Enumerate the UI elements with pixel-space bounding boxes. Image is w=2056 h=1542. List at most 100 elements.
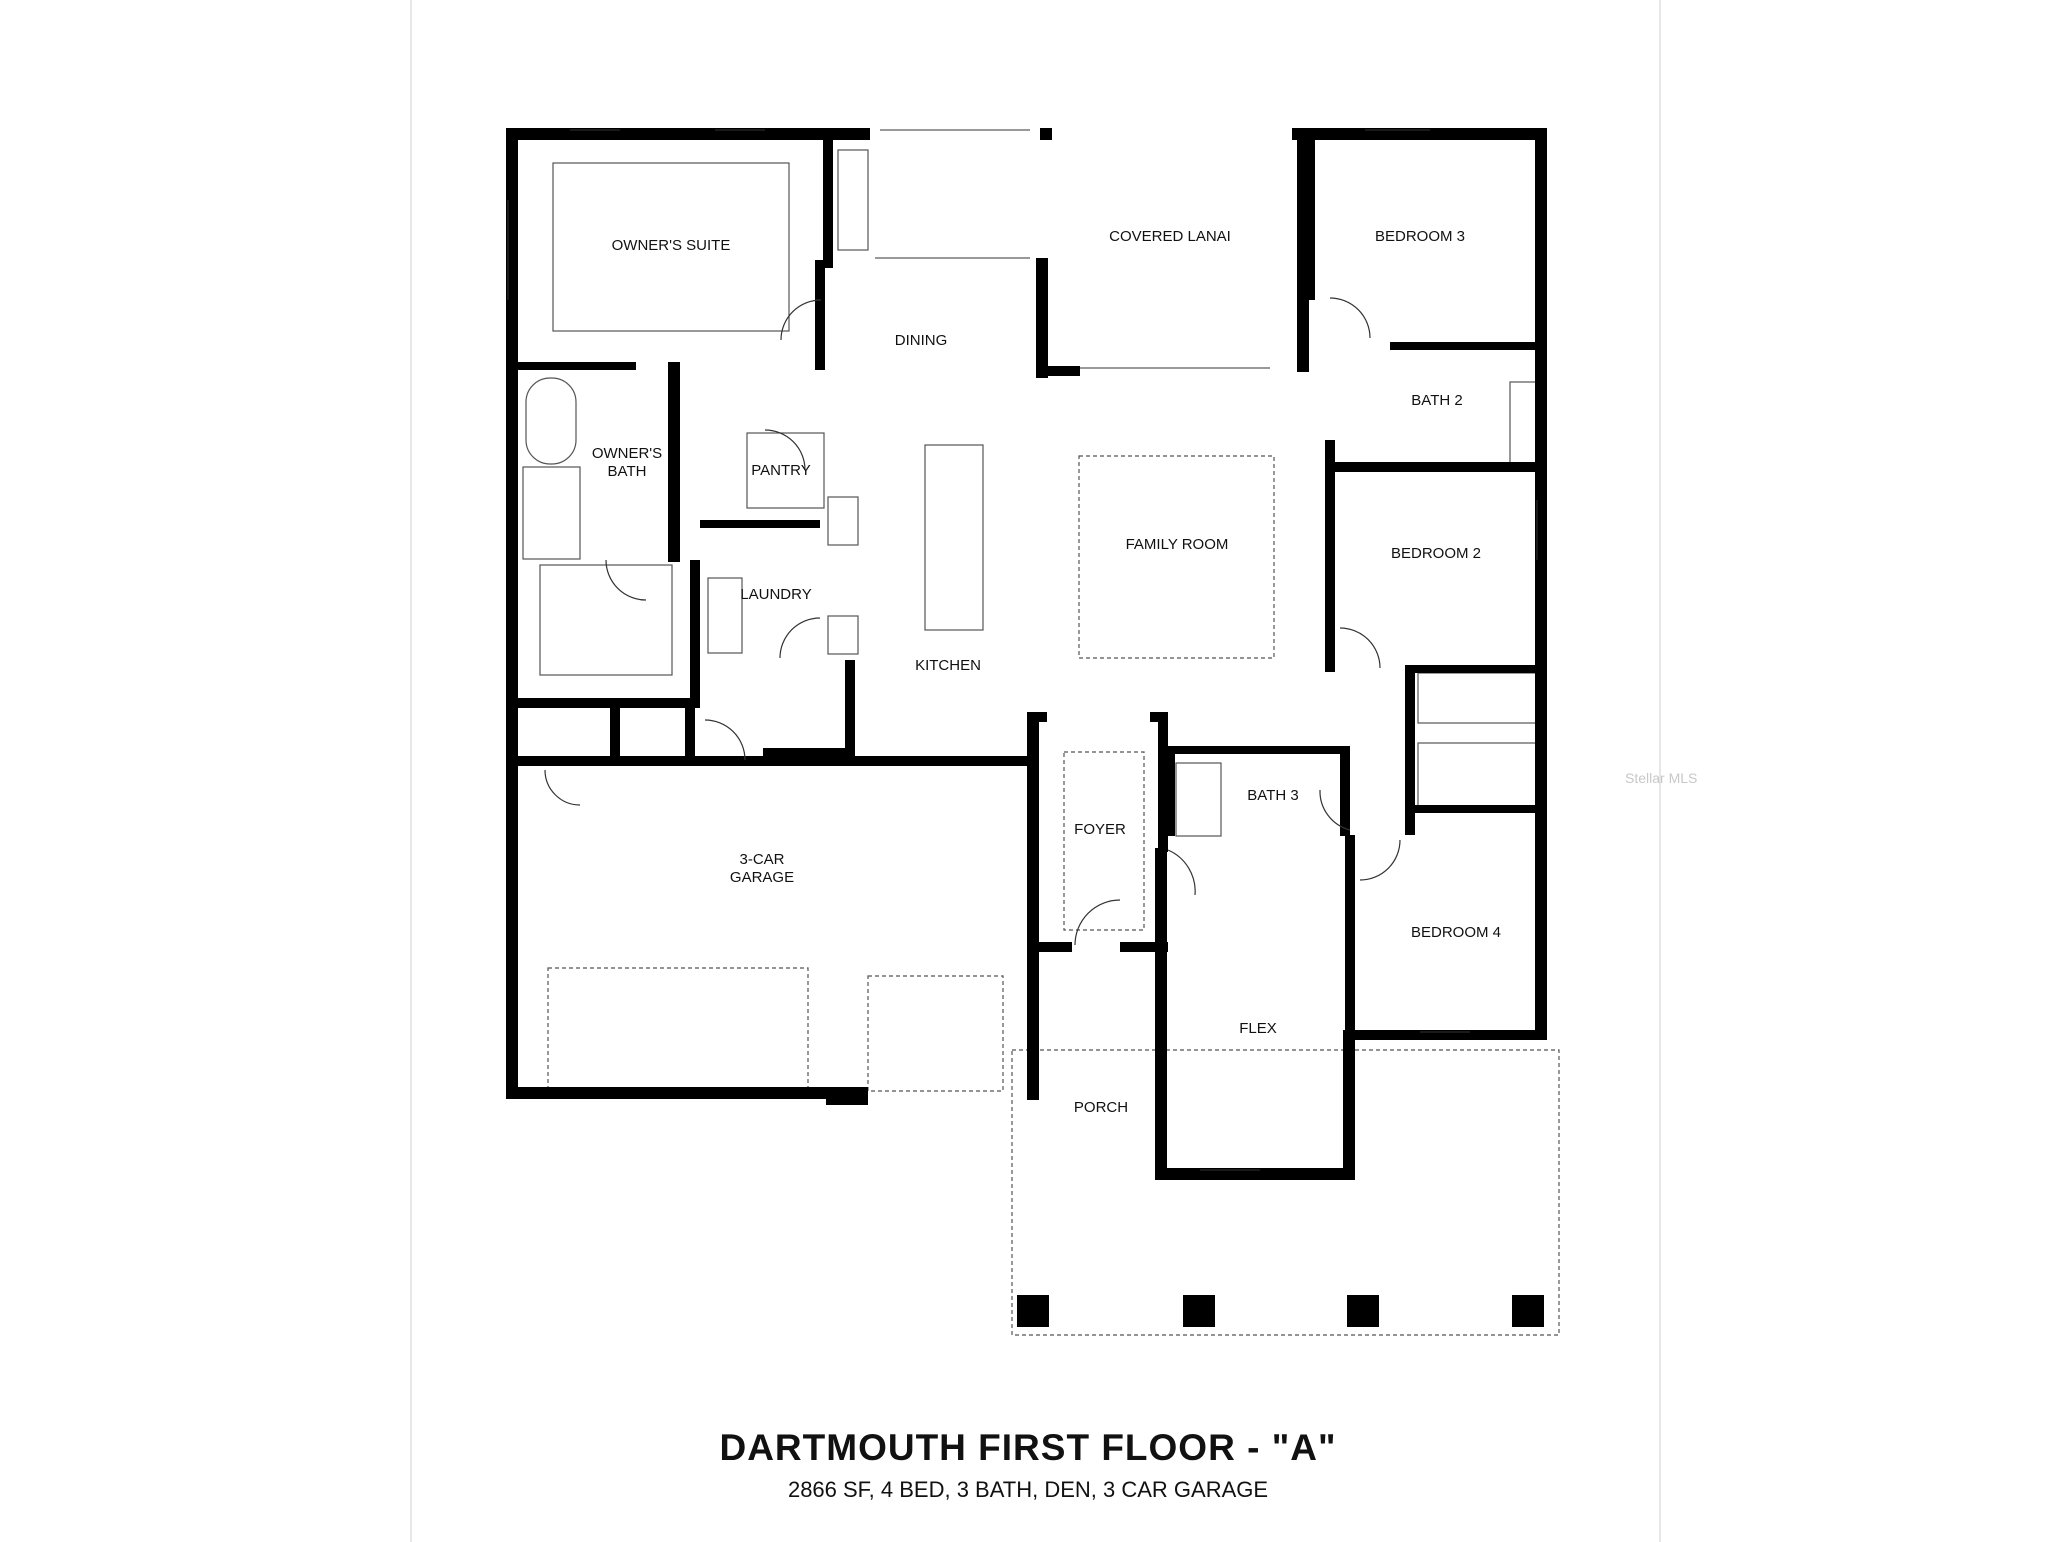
garage-door-left bbox=[547, 967, 809, 1092]
door-bath3 bbox=[1319, 789, 1351, 831]
wall-bath2-bottom bbox=[1325, 462, 1547, 472]
room-label-flex: FLEX bbox=[1239, 1020, 1277, 1037]
door-pantry bbox=[764, 429, 806, 471]
wall-bed2-left bbox=[1325, 472, 1335, 672]
wall-bath3-right bbox=[1340, 746, 1350, 836]
wall-bed3-bottom bbox=[1390, 342, 1545, 350]
wall-laundry-bottom bbox=[763, 748, 853, 758]
wall-bath3-left bbox=[1165, 746, 1175, 836]
room-label-pantry: PANTRY bbox=[751, 462, 810, 479]
door-closet bbox=[544, 769, 581, 806]
room-label-owners-bath-2: BATH bbox=[608, 463, 647, 480]
wall-foyer-top bbox=[1027, 712, 1047, 722]
wall-lanai-inner-left bbox=[1036, 258, 1048, 378]
plan-subtitle: 2866 SF, 4 BED, 3 BATH, DEN, 3 CAR GARAG… bbox=[787, 1477, 1269, 1502]
wall-lanai-left bbox=[823, 128, 833, 268]
wall-bath-divider bbox=[668, 362, 680, 562]
wall-hall-right bbox=[1405, 665, 1415, 835]
porch-column-1 bbox=[1017, 1295, 1049, 1327]
room-label-bedroom-4: BEDROOM 4 bbox=[1411, 924, 1501, 941]
wall-bed2-bottom bbox=[1410, 665, 1547, 673]
wall-garage-closet-2 bbox=[685, 700, 695, 760]
wall-closet-right bbox=[690, 560, 700, 708]
wall-closet-bottom bbox=[506, 698, 700, 708]
shower-owners bbox=[522, 466, 581, 560]
wall-bed4-bottom bbox=[1350, 1030, 1547, 1040]
door-bath2 bbox=[1329, 297, 1371, 339]
room-label-bedroom-2: BEDROOM 2 bbox=[1391, 545, 1481, 562]
wall-foyer-bottom-right bbox=[1120, 942, 1168, 952]
wall-garage-bottom-2 bbox=[826, 1087, 868, 1105]
lanai-grill bbox=[837, 149, 869, 251]
fridge bbox=[827, 615, 859, 655]
room-label-family-room: FAMILY ROOM bbox=[1126, 536, 1229, 553]
wall-garage-top bbox=[506, 756, 1036, 766]
wall-top-right bbox=[1292, 128, 1547, 140]
family-room-tray-ceiling bbox=[1078, 455, 1275, 659]
wall-flex-right bbox=[1343, 1030, 1355, 1180]
room-label-dining: DINING bbox=[895, 332, 948, 349]
porch-column-3 bbox=[1347, 1295, 1379, 1327]
wall-right-upper bbox=[1535, 128, 1547, 1038]
watermark: Stellar MLS bbox=[1625, 770, 1698, 786]
door-bed4 bbox=[1359, 839, 1401, 881]
room-label-owners-suite: OWNER'S SUITE bbox=[612, 237, 731, 254]
tub-bath3 bbox=[1175, 762, 1222, 837]
laundry-washer bbox=[707, 577, 743, 654]
door-bed2 bbox=[1339, 627, 1381, 669]
porch-column-2 bbox=[1183, 1295, 1215, 1327]
room-label-laundry: LAUNDRY bbox=[740, 586, 811, 603]
door-suite bbox=[780, 299, 822, 341]
room-label-garage-2: GARAGE bbox=[730, 869, 794, 886]
wall-lanai-bottom bbox=[1036, 366, 1080, 376]
room-label-porch: PORCH bbox=[1074, 1099, 1128, 1116]
wall-closet-left-bottom bbox=[506, 700, 516, 764]
door-front bbox=[1074, 899, 1121, 946]
shower-bath2 bbox=[1509, 381, 1539, 465]
wall-bath3-top bbox=[1165, 746, 1350, 754]
wall-bed4-top bbox=[1405, 805, 1547, 813]
door-garage bbox=[704, 719, 746, 761]
windows bbox=[507, 129, 1538, 1171]
closet-bed4 bbox=[1417, 742, 1539, 809]
room-label-bath-2: BATH 2 bbox=[1411, 392, 1462, 409]
garage-door-right bbox=[867, 975, 1004, 1092]
range bbox=[827, 496, 859, 546]
walls bbox=[506, 128, 1547, 1327]
door-swings bbox=[544, 297, 1401, 946]
wall-foyer-bottom bbox=[1027, 942, 1072, 952]
owners-suite-tray-ceiling bbox=[552, 162, 790, 332]
wall-foyer-right bbox=[1158, 712, 1168, 852]
kitchen-island bbox=[924, 444, 984, 631]
wall-top-left bbox=[506, 128, 870, 140]
wall-foyer-left bbox=[1027, 712, 1039, 952]
pantry-shelf bbox=[746, 432, 825, 509]
wall-flex-left bbox=[1155, 848, 1167, 1176]
wall-garage-bottom bbox=[506, 1087, 826, 1099]
room-label-foyer: FOYER bbox=[1074, 821, 1126, 838]
door-laundry bbox=[779, 617, 821, 659]
porch-outline bbox=[1011, 1049, 1560, 1336]
room-label-bath-3: BATH 3 bbox=[1247, 787, 1298, 804]
wall-flex-bottom bbox=[1155, 1168, 1355, 1180]
room-label-kitchen: KITCHEN bbox=[915, 657, 981, 674]
room-label-owners-bath-1: OWNER'S bbox=[592, 445, 662, 462]
wall-garage-closet bbox=[610, 700, 620, 760]
wall-top-mid bbox=[1040, 128, 1052, 140]
room-label-covered-lanai: COVERED LANAI bbox=[1109, 228, 1231, 245]
plan-title: DARTMOUTH FIRST FLOOR - "A" bbox=[719, 1427, 1337, 1468]
wall-laundry-right bbox=[845, 660, 855, 758]
wall-left-upper bbox=[506, 128, 518, 1099]
foyer-inner bbox=[1063, 751, 1145, 931]
wall-pantry-bottom bbox=[700, 520, 820, 528]
closet-suite bbox=[539, 564, 673, 676]
door-flex bbox=[1167, 849, 1196, 896]
porch-column-4 bbox=[1512, 1295, 1544, 1327]
closet-bed2 bbox=[1417, 672, 1539, 724]
room-label-garage-1: 3-CAR bbox=[739, 851, 784, 868]
wall-dining-left bbox=[815, 260, 825, 370]
wall-bath2-left bbox=[1325, 440, 1335, 472]
wall-suite-bottom bbox=[506, 362, 636, 370]
